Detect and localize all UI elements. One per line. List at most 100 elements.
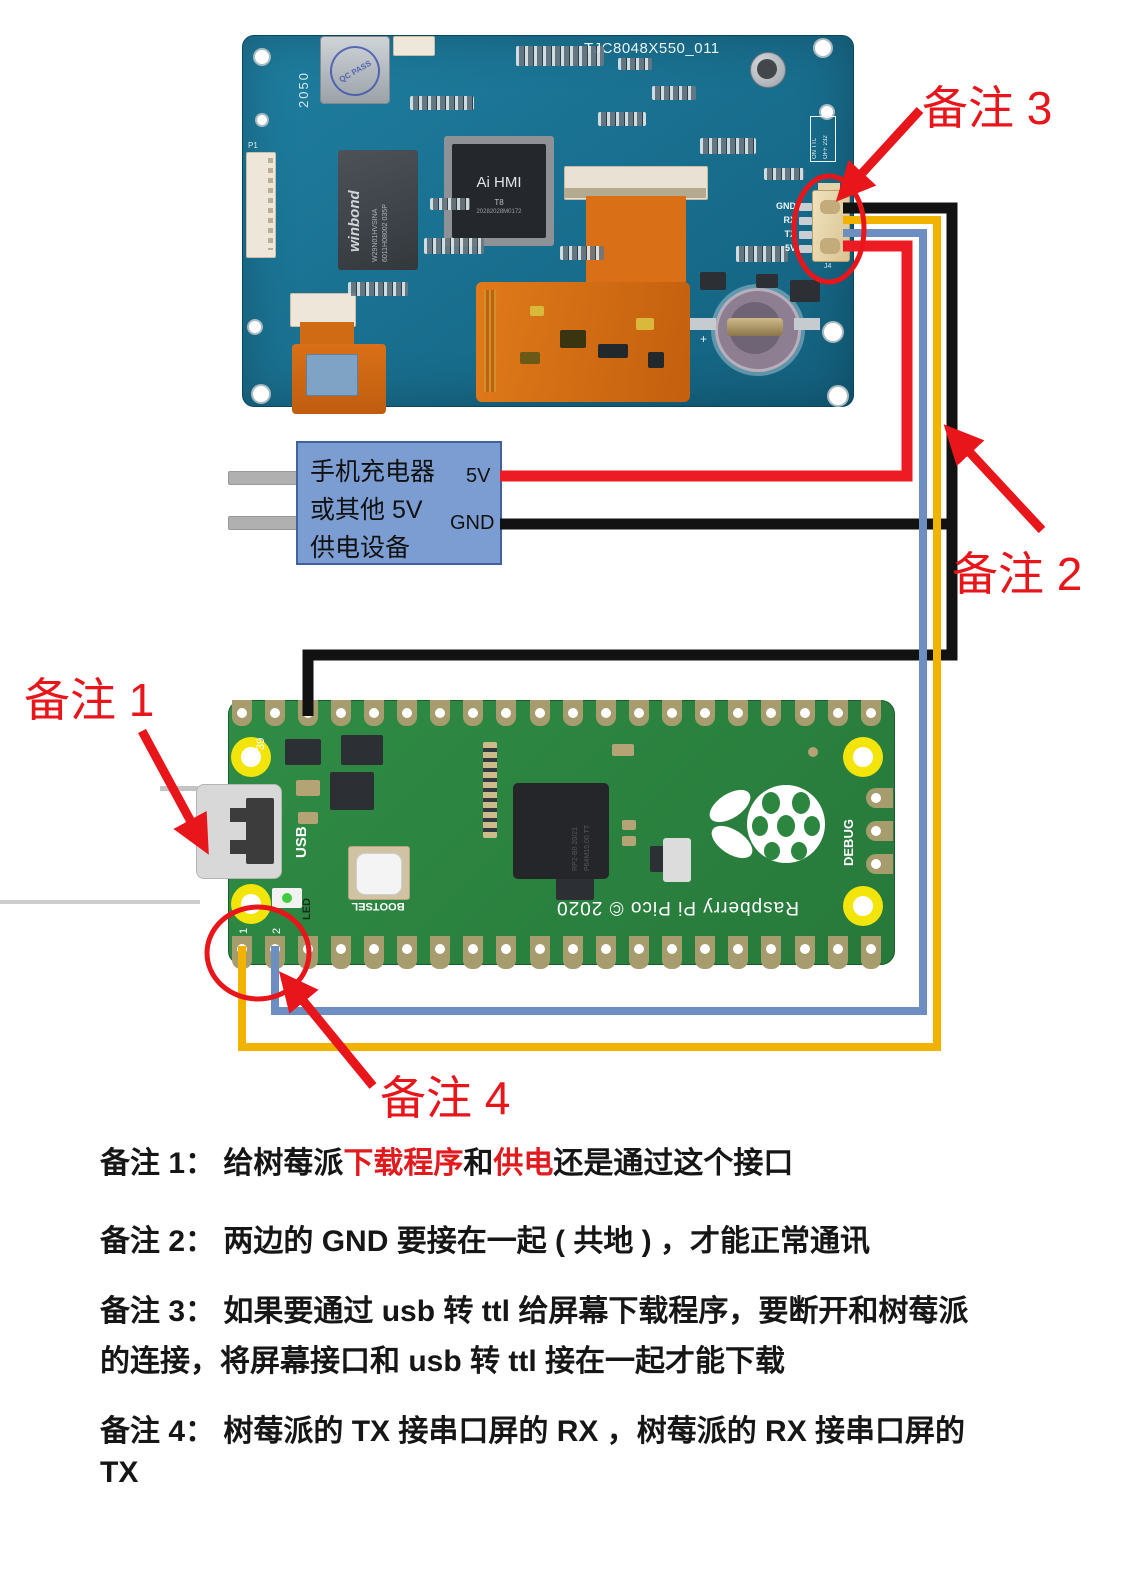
note3-arrow (835, 106, 924, 202)
pico-pin-hole (633, 944, 644, 954)
note1-seg2-highlight: 下载程序 (343, 1147, 464, 1180)
board-model-text: TJC8048X550_011 (584, 40, 720, 57)
pico-pin-hole (534, 708, 545, 718)
flex-component (598, 344, 628, 358)
pico-pin-hole (700, 708, 711, 718)
capacitor-top (757, 59, 777, 79)
smd-components (430, 198, 470, 210)
smd-component (612, 744, 634, 756)
smd-components (652, 86, 696, 100)
pico-pin-hole (368, 944, 379, 954)
pico-pin-hole (567, 944, 578, 954)
flex-traces (484, 290, 496, 392)
wire-rx-yellow (238, 216, 941, 1051)
smd-capacitor-column (483, 742, 497, 838)
j4-slot (820, 200, 840, 214)
ttl-mode-box (810, 116, 836, 162)
note4-callout-label: 备注 4 (380, 1072, 511, 1124)
smd-component (622, 836, 636, 846)
smd-components (348, 282, 408, 296)
pico-mount-hole (843, 886, 883, 926)
smd-components (618, 58, 652, 70)
note1-seg3: 和 (463, 1147, 494, 1180)
note1-text: 备注 1： 给树莓派下载程序和供电还是通过这个接口 (100, 1138, 793, 1182)
test-pad (808, 747, 818, 757)
flex-component (648, 352, 664, 368)
smd-component (700, 272, 726, 290)
battery-plus-mark: + (700, 332, 708, 346)
power-supply-line2: 或其他 5V (310, 496, 423, 524)
mount-hole (253, 48, 271, 66)
wire-gnd-display-to-pico (302, 202, 958, 716)
j4-pin-label-tx: TX (784, 229, 796, 239)
micro-usb-tooth (230, 808, 246, 822)
j4-pin-label-gnd: GND (776, 201, 796, 211)
led (282, 893, 292, 903)
lcd-ffc-latch (564, 188, 706, 198)
j4-pin (799, 231, 812, 239)
lcd-flex-ribbon (586, 196, 686, 288)
smd-components (516, 46, 604, 66)
micro-usb-port (246, 798, 274, 864)
pico-pin-hole (335, 708, 346, 718)
p1-ref: P1 (248, 141, 258, 150)
battery-tab (690, 318, 716, 330)
mount-hole (247, 319, 263, 335)
pico-pin-hole (269, 708, 280, 718)
pico-pin-hole (402, 708, 413, 718)
pico-pin-hole (733, 708, 744, 718)
j4-pin (799, 217, 812, 225)
pico-pin-hole (600, 708, 611, 718)
pico-mount-hole (843, 737, 883, 777)
note1-arrow (138, 728, 209, 855)
power-supply-5v-label: 5V (466, 465, 491, 487)
pico-pin-hole (799, 708, 810, 718)
k3-connector (290, 293, 356, 327)
smd-component (756, 274, 778, 288)
main-chip-code: 20282028M0172 (476, 209, 522, 215)
battery-tab (794, 318, 820, 330)
smd-components (764, 168, 804, 180)
j4-pin (799, 245, 812, 253)
note3-callout-label: 备注 3 (922, 82, 1053, 134)
smd-components (598, 112, 646, 126)
note3-text-line2: 的连接，将屏幕接口和 usb 转 ttl 接在一起才能下载 (100, 1345, 785, 1378)
note2-text: 备注 2： 两边的 GND 要接在一起 ( 共地 ) ，才能正常通讯 (100, 1225, 871, 1258)
smd-components (560, 246, 604, 260)
note4-arrow (278, 971, 377, 1089)
usb-whisker (160, 786, 198, 791)
note4-text-line1: 备注 4： 树莓派的 TX 接串口屏的 RX ，树莓派的 RX 接串口屏的 (100, 1415, 966, 1448)
smd-component (296, 780, 320, 796)
pico-pin-hole (567, 708, 578, 718)
note2-callout-label: 备注 2 (952, 548, 1083, 600)
flex-component (520, 352, 540, 364)
debug-pin-hole (871, 826, 881, 836)
main-chip (452, 144, 546, 238)
mount-hole (827, 385, 849, 407)
j4-ref: J4 (824, 263, 832, 270)
pico-pin-hole (733, 944, 744, 954)
mount-hole (255, 113, 269, 127)
pico-pin-hole (501, 708, 512, 718)
sd-card-slot (320, 36, 390, 104)
pico-pin-hole (534, 944, 545, 954)
pico-pin-hole (501, 944, 512, 954)
note1-seg4-highlight: 供电 (493, 1147, 554, 1180)
pico-pin-hole (865, 944, 876, 954)
j4-connector-tab (818, 183, 840, 192)
note3-text-line1: 备注 3： 如果要通过 usb 转 ttl 给屏幕下载程序，要断开和树莓派 (100, 1295, 969, 1328)
note4-text-line2: TX (100, 1456, 139, 1489)
p1-connector-teeth (268, 158, 273, 250)
pico-pin-hole (766, 708, 777, 718)
mount-hole (251, 384, 271, 404)
rp2040-chip (513, 783, 609, 879)
pico-pin-hole (865, 708, 876, 718)
pico-mount-hole (231, 737, 271, 777)
micro-usb-tooth (230, 840, 246, 854)
smd-component (330, 772, 374, 810)
note1-seg1: 备注 1： 给树莓派 (100, 1147, 344, 1180)
pico-pin-hole (832, 944, 843, 954)
j4-pin (799, 203, 812, 211)
bootsel-button[interactable] (356, 853, 402, 895)
pico-pin-hole (335, 944, 346, 954)
